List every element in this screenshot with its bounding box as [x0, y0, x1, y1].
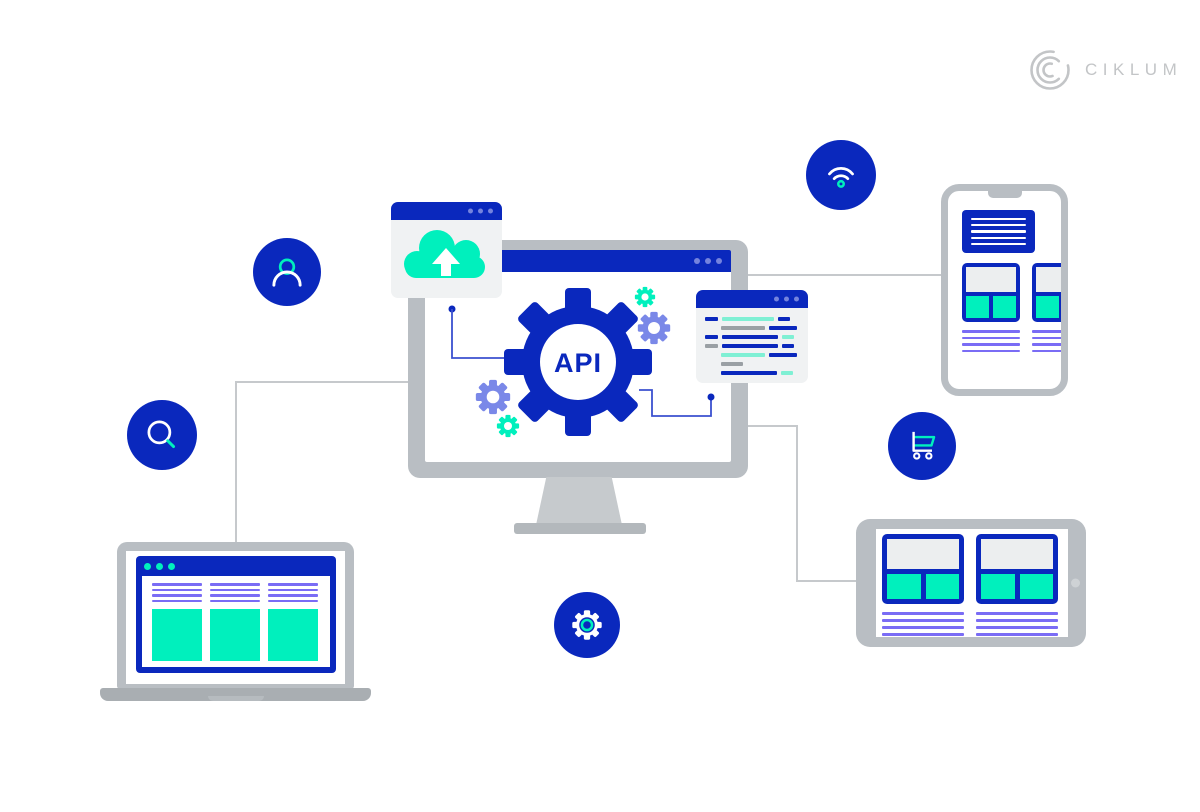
window-dot: [488, 208, 493, 214]
image-block: [152, 609, 202, 661]
code-lines: [696, 308, 808, 375]
window-dots: [694, 258, 722, 264]
thumbnail-squares: [887, 574, 959, 599]
browser-dots: [144, 563, 175, 570]
content-column: [210, 583, 260, 667]
window-dot: [144, 563, 151, 570]
phone-notch: [987, 191, 1022, 198]
window-dot: [168, 563, 175, 570]
circuit-connector-right: [639, 389, 715, 417]
monitor-stand-base: [514, 523, 646, 534]
upload-arrow-icon: [432, 248, 460, 276]
search-circle-icon: [127, 400, 197, 470]
content-card: [882, 534, 964, 604]
content-column: [882, 534, 964, 636]
connector-monitor-tablet-vertical: [796, 425, 798, 582]
window-dot: [705, 258, 711, 264]
phone-card-row: [962, 263, 1061, 322]
window-dot: [784, 296, 789, 302]
laptop-base-notch: [207, 696, 264, 701]
window-dot: [794, 296, 799, 302]
monitor-stand-neck: [536, 477, 622, 525]
user-circle-icon: [253, 238, 321, 306]
content-column: [268, 583, 318, 667]
smartphone: [941, 184, 1068, 396]
content-card: [976, 534, 1058, 604]
shopping-cart-icon: [912, 431, 936, 460]
text-lines: [976, 612, 1058, 636]
search-icon: [147, 420, 176, 449]
text-lines: [882, 612, 964, 636]
content-column: [976, 534, 1058, 636]
code-window-titlebar: [696, 290, 808, 308]
cloud-upload-icon: [404, 230, 485, 278]
image-placeholder: [887, 539, 959, 569]
content-card: [1032, 263, 1061, 322]
thumbnail-squares: [1036, 296, 1061, 318]
tablet-card-row: [882, 534, 1058, 636]
ciklum-logo: CIKLUM: [1028, 48, 1182, 92]
window-dot: [694, 258, 700, 264]
tablet: [856, 519, 1086, 647]
connector-monitor-tablet-h2: [796, 580, 858, 582]
gear-icon: [572, 610, 602, 640]
phone-header-block: [962, 210, 1035, 253]
connector-monitor-laptop-horizontal: [235, 381, 408, 383]
browser-window: [136, 556, 336, 673]
connector-monitor-laptop-vertical: [235, 381, 237, 543]
thumbnail-squares: [981, 574, 1053, 599]
wifi-icon: [828, 167, 854, 188]
window-dot: [468, 208, 473, 214]
image-block: [210, 609, 260, 661]
image-block: [268, 609, 318, 661]
home-button: [1071, 578, 1080, 588]
wifi-circle-icon: [806, 140, 876, 210]
window-dots: [468, 208, 493, 214]
ciklum-logo-mark-icon: [1030, 50, 1070, 90]
cloud-window-titlebar: [391, 202, 502, 220]
laptop-base: [100, 688, 371, 701]
text-lines: [962, 330, 1020, 352]
window-dot: [156, 563, 163, 570]
code-window: [696, 290, 808, 383]
thumbnail-squares: [966, 296, 1016, 318]
window-dots: [774, 296, 799, 302]
api-gear-graphic: API: [448, 286, 715, 438]
text-lines: [210, 583, 260, 602]
laptop: [117, 542, 354, 689]
content-column: [152, 583, 202, 667]
gear-circle-icon: [554, 592, 620, 658]
text-lines: [1032, 330, 1061, 352]
laptop-screen: [126, 551, 345, 684]
user-icon: [272, 258, 302, 287]
api-gear-icon: API: [504, 288, 652, 436]
image-placeholder: [981, 539, 1053, 569]
browser-content: [142, 576, 330, 667]
tablet-screen: [876, 529, 1068, 637]
window-dot: [774, 296, 779, 302]
ciklum-logo-text: CIKLUM: [1085, 60, 1183, 79]
cart-circle-icon: [888, 412, 956, 480]
content-card: [962, 263, 1020, 322]
text-lines: [268, 583, 318, 602]
window-dot: [716, 258, 722, 264]
window-dot: [478, 208, 483, 214]
phone-screen: [948, 191, 1061, 389]
connector-monitor-phone: [748, 274, 941, 276]
text-lines: [152, 583, 202, 602]
circuit-connector-left: [448, 305, 516, 359]
image-placeholder: [966, 267, 1016, 292]
cloud-upload-window: [391, 202, 502, 298]
api-label: API: [554, 348, 602, 378]
image-placeholder: [1036, 267, 1061, 292]
connector-monitor-tablet-h1: [748, 425, 798, 427]
